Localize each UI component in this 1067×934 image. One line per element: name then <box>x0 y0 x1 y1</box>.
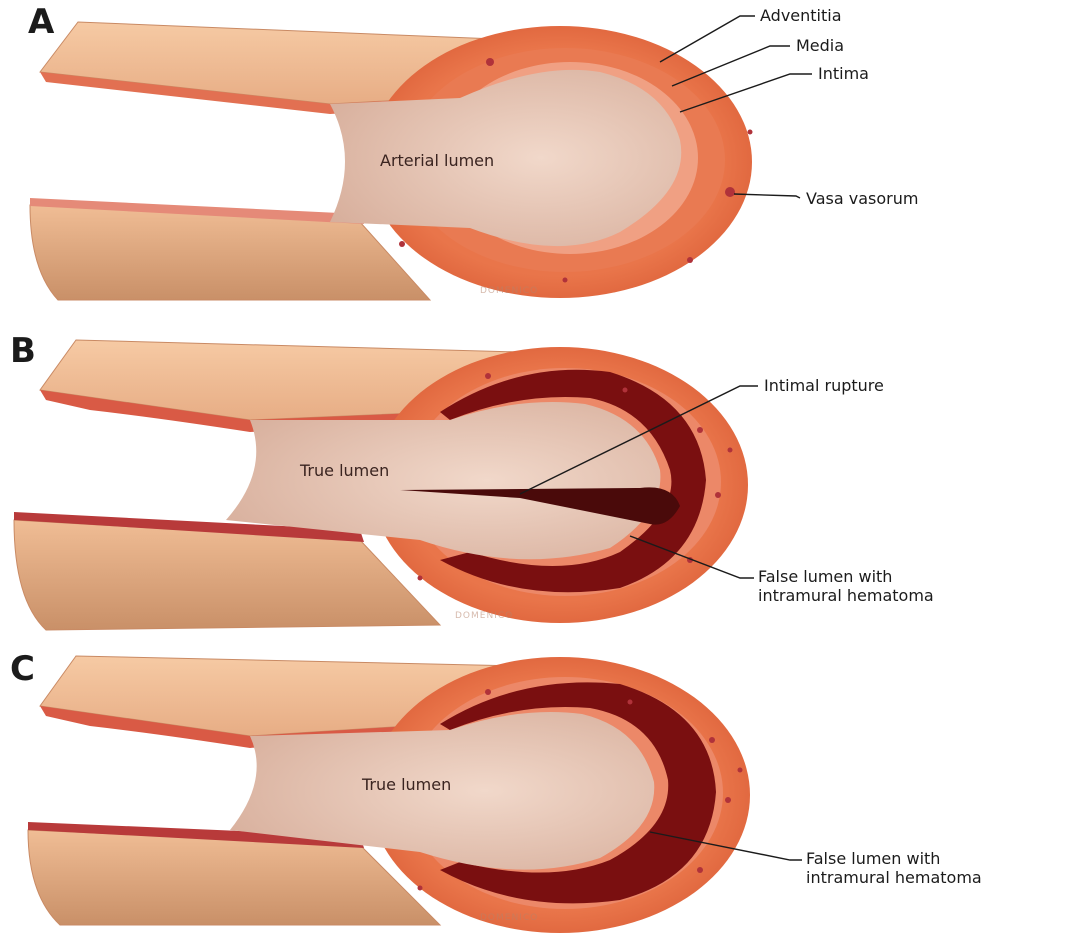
watermark-b: DOMENICO <box>455 611 513 621</box>
panel-a: A DOMENICO Arterial lumen Adventitia Med… <box>28 2 918 300</box>
panel-b: B DOMENICO True lumen Intimal rupture Fa… <box>10 331 934 630</box>
watermark-c: DOMENICO <box>480 913 538 923</box>
callout-false-lumen-b-line1: False lumen with <box>758 567 892 586</box>
callout-adventitia: Adventitia <box>760 6 842 25</box>
callout-intima: Intima <box>818 64 869 83</box>
callout-false-lumen-b-line2: intramural hematoma <box>758 586 934 605</box>
callout-intimal-rupture: Intimal rupture <box>764 376 884 395</box>
panel-letter-c: C <box>10 649 35 689</box>
panel-letter-a: A <box>28 2 55 42</box>
lumen-label-a: Arterial lumen <box>380 151 494 170</box>
callout-media: Media <box>796 36 844 55</box>
tube-bottom-wall-b <box>14 520 440 630</box>
callout-false-lumen-c-line2: intramural hematoma <box>806 868 982 887</box>
callout-vasa-vasorum: Vasa vasorum <box>806 189 918 208</box>
lumen-label-b: True lumen <box>299 461 389 480</box>
panel-c: C DOMENICO True lumen False lumen with i… <box>10 649 982 933</box>
watermark-a: DOMENICO <box>480 286 538 296</box>
lumen-label-c: True lumen <box>361 775 451 794</box>
callout-false-lumen-c-line1: False lumen with <box>806 849 940 868</box>
panel-letter-b: B <box>10 331 36 371</box>
